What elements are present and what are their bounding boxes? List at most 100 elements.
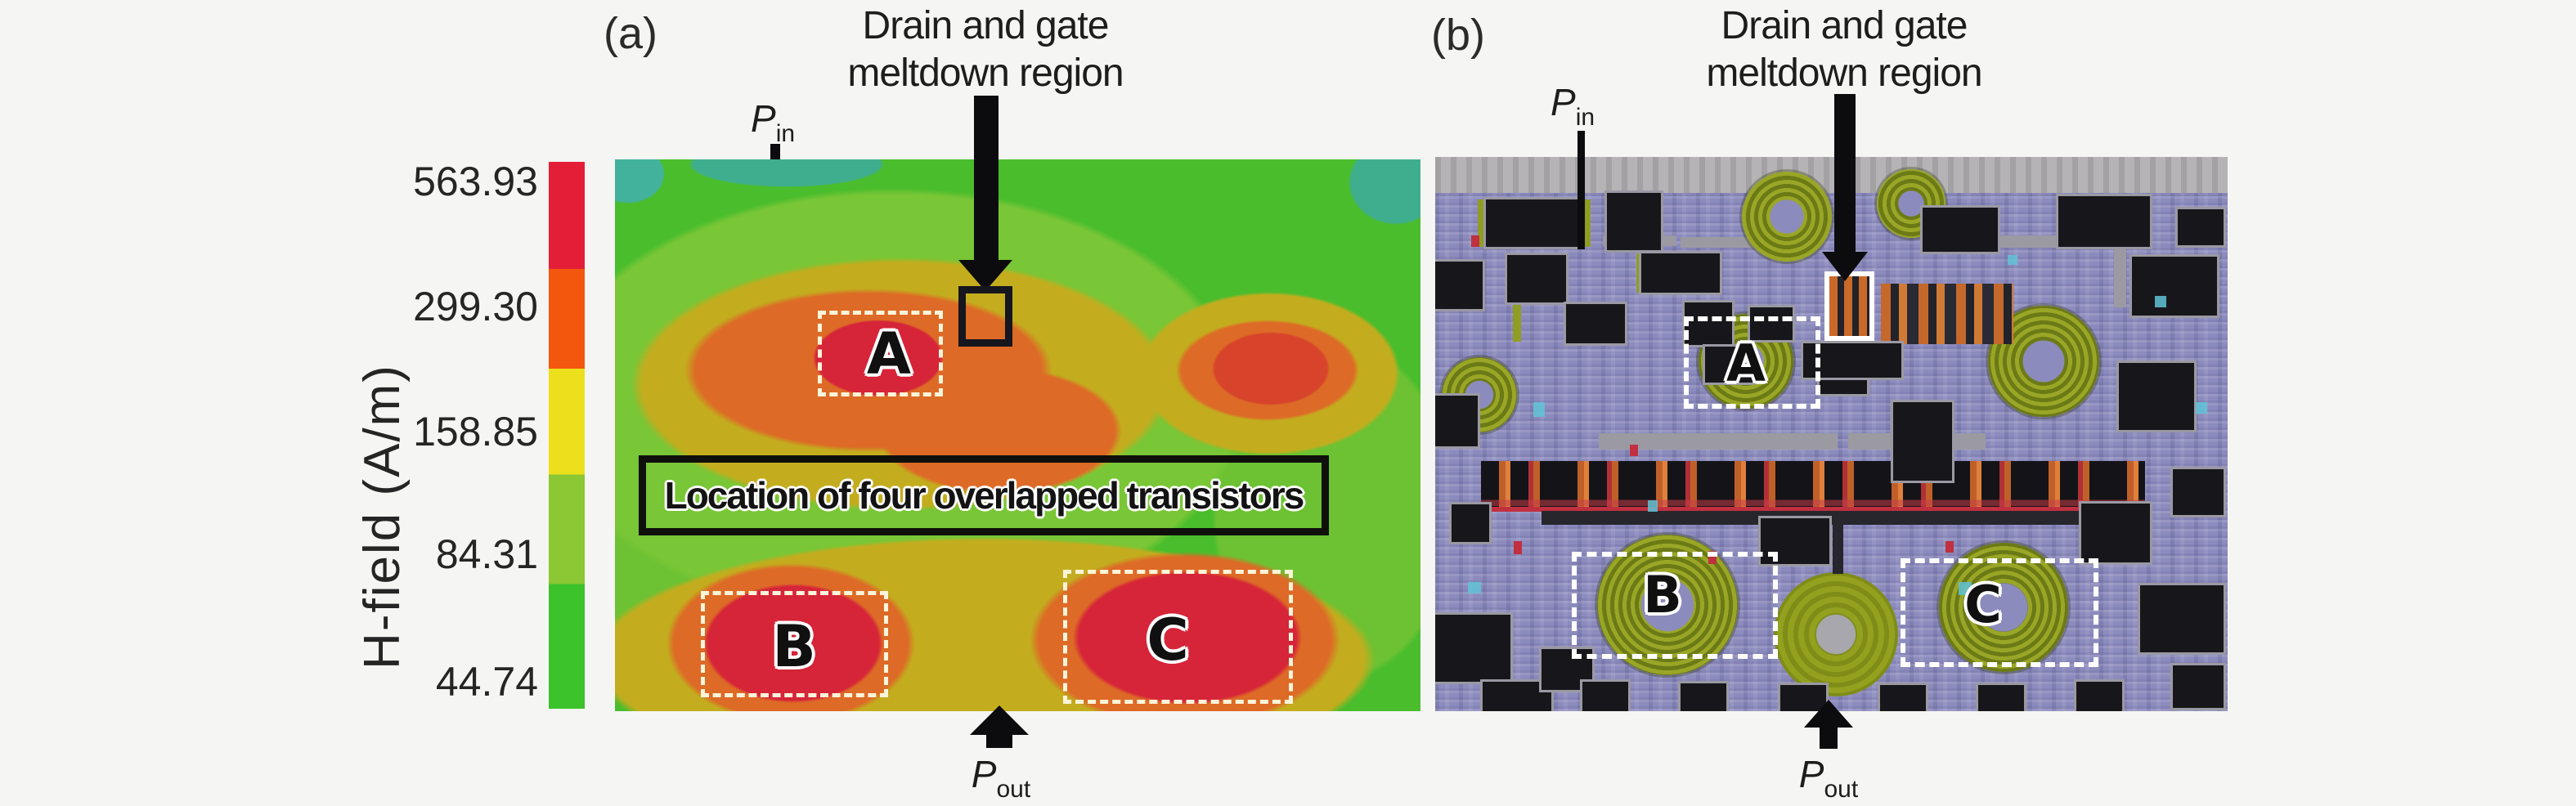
region-letter-c-panel-b: C (1964, 575, 2002, 634)
bond-pad (1566, 304, 1625, 343)
pout-arrow-shaft-a (986, 735, 1012, 748)
meltdown-region-marker-a (958, 286, 1012, 347)
bond-pad (1582, 682, 1628, 711)
bond-pad (2119, 363, 2194, 430)
region-letter-a-panel-b: A (1726, 334, 1766, 393)
panel-a-heading-line1: Drain and gate (862, 4, 1110, 47)
meltdown-arrow-shaft-a (974, 96, 999, 263)
panel-b-label: (b) (1431, 11, 1485, 60)
panel-b-pout-label: Pout (1763, 752, 1894, 804)
transistor-location-label: Location of four overlapped transistors (664, 474, 1305, 517)
bond-pad (1705, 347, 1752, 383)
meltdown-region-marker-b (1824, 271, 1874, 341)
bond-pad (1483, 682, 1551, 711)
chip-top-band (1435, 157, 2228, 193)
chip-micrograph (1435, 157, 2228, 711)
colorbar-tick-3: 158.85 (413, 409, 538, 454)
bus-bar (1542, 511, 2101, 525)
bond-pad (1923, 208, 1998, 252)
pin-symbol: P (751, 97, 776, 140)
pin-pointer-line-b (1577, 131, 1585, 249)
inductor-spiral (1774, 572, 1898, 696)
pad-accent (1582, 199, 1591, 247)
pin-arrow-shaft-a (770, 144, 780, 162)
red-speck (1514, 541, 1522, 554)
pad-accent (1478, 199, 1486, 247)
bond-pad (2132, 257, 2217, 316)
inductor-spiral (1939, 543, 2068, 672)
cyan-speck (1468, 582, 1481, 593)
colorbar-tick-1: 563.93 (413, 159, 538, 204)
pin-symbol-b: P (1551, 81, 1576, 123)
bond-pad (2076, 682, 2122, 711)
bond-pad (1507, 255, 1566, 302)
bond-pad (1486, 199, 1582, 247)
bond-pad (1435, 615, 1510, 682)
red-speck (1945, 541, 1954, 553)
bond-pad (2140, 585, 2224, 652)
region-box-a-panel-b (1684, 316, 1820, 409)
pout-subscript-b: out (1824, 776, 1859, 803)
cyan-speck (1959, 582, 1972, 595)
pin-subscript: in (775, 120, 796, 147)
region-box-c-panel-a (1063, 570, 1293, 704)
panel-a-pout-label: Pout (936, 752, 1066, 804)
region-letter-c-panel-a: C (1147, 607, 1189, 674)
region-box-b-panel-b (1572, 552, 1778, 659)
bond-pad (1681, 683, 1726, 711)
bond-pad (1435, 262, 1483, 309)
panel-a-heading-line2: meltdown region (847, 51, 1124, 95)
inductor-spiral (1742, 172, 1832, 262)
meltdown-arrow-icon-b (1822, 252, 1868, 281)
cyan-speck (1648, 500, 1658, 512)
region-box-c-panel-b (1901, 558, 2098, 667)
bond-pad (2081, 504, 2150, 562)
transistor-location-box (639, 455, 1329, 535)
red-speck (1481, 507, 2145, 512)
pad-accent (1636, 253, 1643, 293)
bond-pad (1685, 302, 1732, 345)
bond-pad (2173, 469, 2224, 515)
colorbar-tick-4: 84.31 (435, 531, 538, 577)
bond-pad (1978, 685, 2024, 711)
metal-trace (1599, 433, 1838, 450)
panel-a-label: (a) (604, 9, 657, 58)
bond-pad (1641, 253, 1720, 293)
metal-trace (2114, 235, 2126, 307)
bond-pad (2178, 209, 2224, 245)
pout-symbol-b: P (1798, 753, 1824, 795)
cyan-speck (2008, 255, 2017, 265)
panel-b-heading-line2: meltdown region (1706, 51, 1982, 95)
region-letter-a-panel-a: A (866, 320, 912, 387)
bond-pad (2173, 665, 2224, 708)
cyan-speck (2155, 296, 2166, 307)
transistor-fingers (1881, 284, 2013, 344)
bond-pad (1750, 307, 1793, 340)
pout-arrow-icon-a (970, 705, 1029, 735)
cyan-speck (1533, 402, 1545, 417)
pout-arrow-shaft-b (1820, 728, 1838, 749)
region-letter-b-panel-a: B (772, 613, 816, 680)
pout-symbol: P (971, 753, 997, 795)
colorbar (549, 162, 585, 709)
bond-pad (1893, 402, 1952, 481)
colorbar-tick-5: 44.74 (435, 659, 538, 705)
bond-pad (2058, 196, 2150, 247)
hfield-heatmap (615, 159, 1420, 711)
region-box-b-panel-a (701, 591, 888, 697)
meltdown-arrow-shaft-b (1834, 94, 1856, 256)
pout-arrow-icon-b (1804, 700, 1853, 728)
red-speck (1630, 445, 1638, 456)
pin-subscript-b: in (1575, 104, 1595, 131)
panel-b-pin-label: Pin (1551, 80, 1595, 132)
bus-stem (1833, 525, 1843, 574)
region-letter-b-panel-b: B (1643, 565, 1682, 625)
panel-b-heading-line1: Drain and gate (1721, 4, 1968, 47)
pout-subscript: out (996, 776, 1031, 803)
cyan-speck (2196, 402, 2207, 414)
pad-accent (1513, 302, 1521, 342)
red-speck (1471, 235, 1479, 247)
panel-a-pin-label: Pin (751, 96, 795, 148)
bond-pad (1452, 504, 1489, 542)
